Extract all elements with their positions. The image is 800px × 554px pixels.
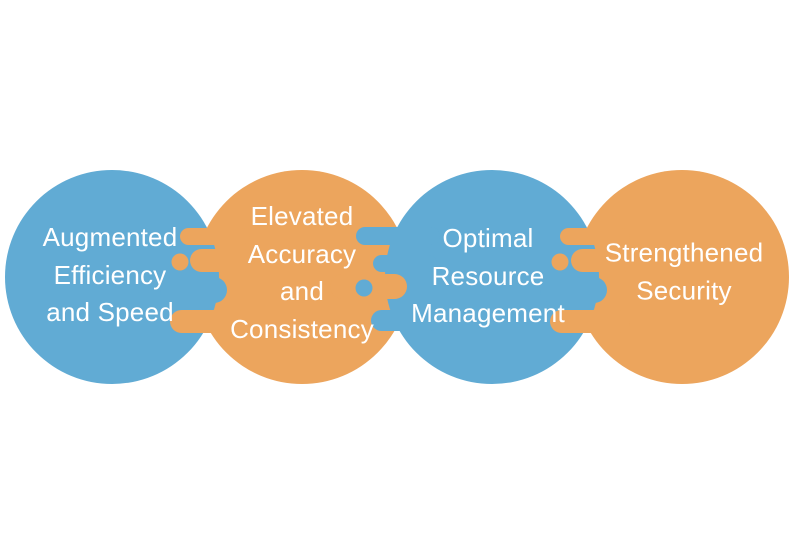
connector-1-drip-bar-middle <box>190 249 255 272</box>
connector-2-dot <box>355 279 373 297</box>
connector-1-counter-finger <box>160 277 227 303</box>
connector-3-drip-bar-top <box>560 228 630 245</box>
circle-elevated-accuracy <box>195 170 409 384</box>
connector-1-dot <box>171 253 189 271</box>
circle-optimal-resource <box>385 170 599 384</box>
connector-3 <box>540 228 635 333</box>
connector-3-counter-finger <box>540 277 607 303</box>
connector-2 <box>330 227 440 331</box>
connector-1-drip-bar-top <box>180 228 250 245</box>
connector-3-drip-bar-bottom <box>550 310 630 333</box>
circle-strengthened-security <box>575 170 789 384</box>
connector-1-drip-bar-bottom <box>170 310 250 333</box>
connector-1 <box>160 228 255 333</box>
connector-3-drip-bar-middle <box>571 249 635 272</box>
connector-2-drip-bar-middle <box>373 255 437 272</box>
connector-3-dot <box>551 253 569 271</box>
connector-2-drip-bar-top <box>356 227 440 245</box>
connector-2-drip-bar-bottom <box>371 310 440 331</box>
circle-augmented-efficiency <box>5 170 219 384</box>
